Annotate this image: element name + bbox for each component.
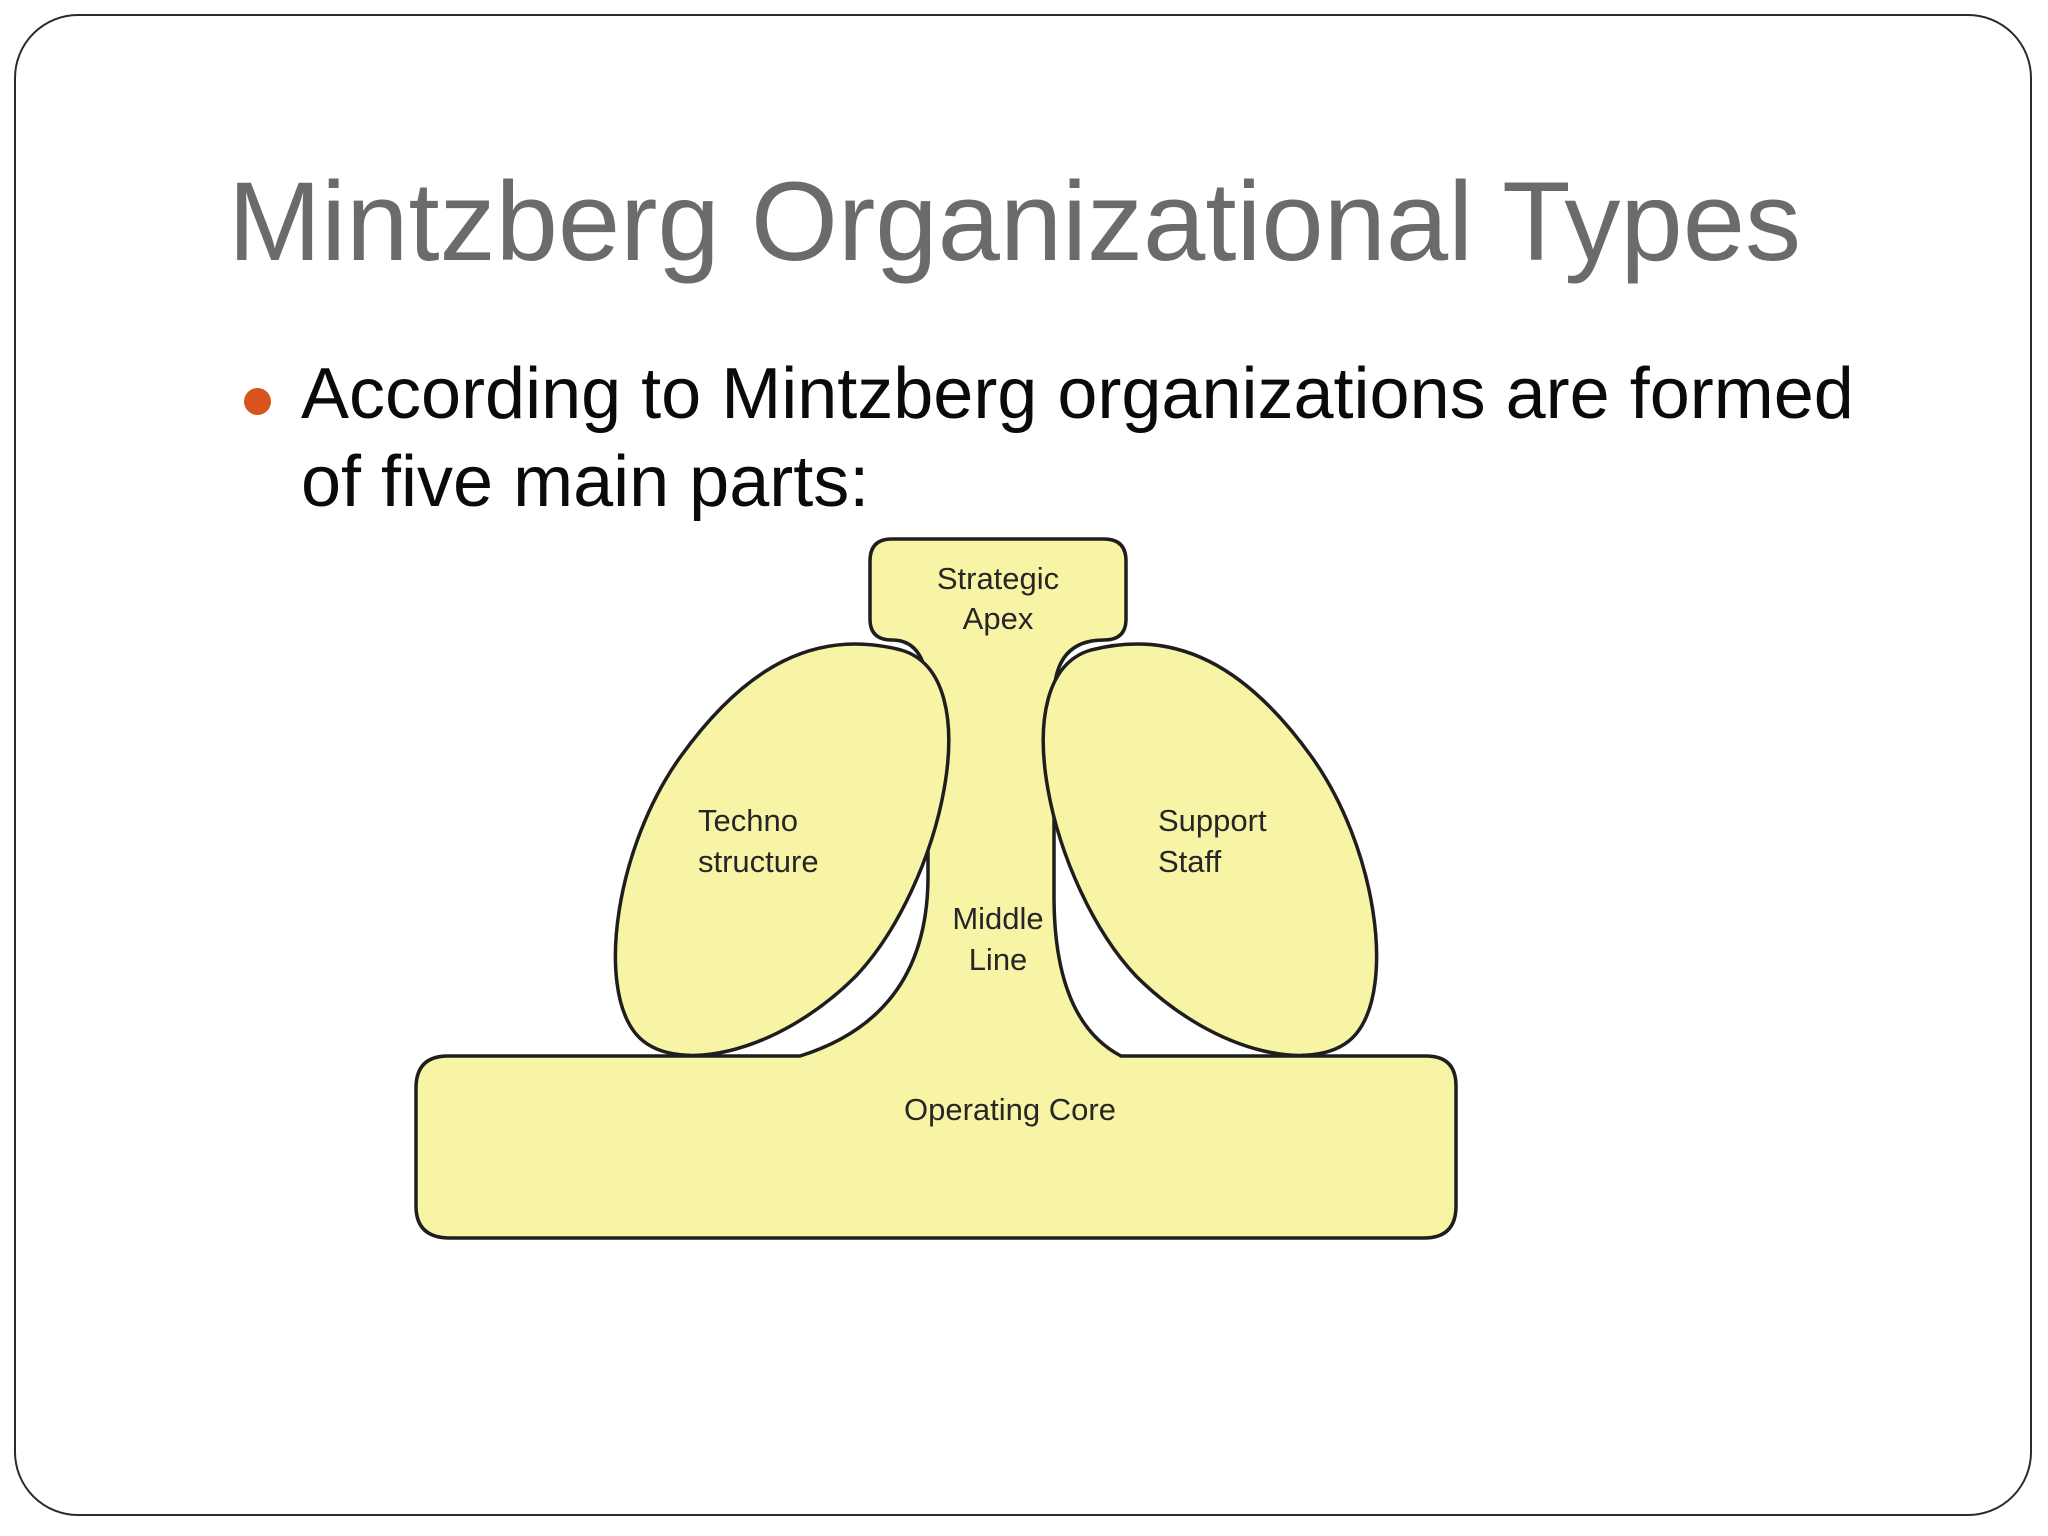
shape-technostructure (613, 642, 951, 1058)
bullet-dot-icon (244, 388, 271, 415)
label-technostructure-1: Techno (698, 803, 798, 838)
label-middle-line-1: Middle (952, 901, 1043, 936)
bullet-line-2: of five main parts: (301, 442, 870, 522)
label-strategic-apex-1: Strategic (937, 561, 1059, 596)
mintzberg-diagram: Strategic Apex Techno structure Support … (414, 537, 1458, 1240)
label-operating-core: Operating Core (904, 1092, 1116, 1127)
label-strategic-apex-2: Apex (963, 601, 1034, 636)
label-support-staff-2: Staff (1158, 844, 1222, 879)
slide: Mintzberg Organizational Types According… (14, 14, 2032, 1516)
shape-support-staff (1041, 642, 1379, 1058)
shape-apex-middle-core (414, 537, 1458, 1240)
label-support-staff-1: Support (1158, 803, 1267, 838)
bullet-line-1: According to Mintzberg organizations are… (301, 354, 1854, 434)
bullet-text: According to Mintzberg organizations are… (301, 350, 1951, 526)
label-technostructure-2: structure (698, 844, 819, 879)
label-middle-line-2: Line (969, 942, 1028, 977)
slide-title: Mintzberg Organizational Types (228, 159, 1801, 284)
